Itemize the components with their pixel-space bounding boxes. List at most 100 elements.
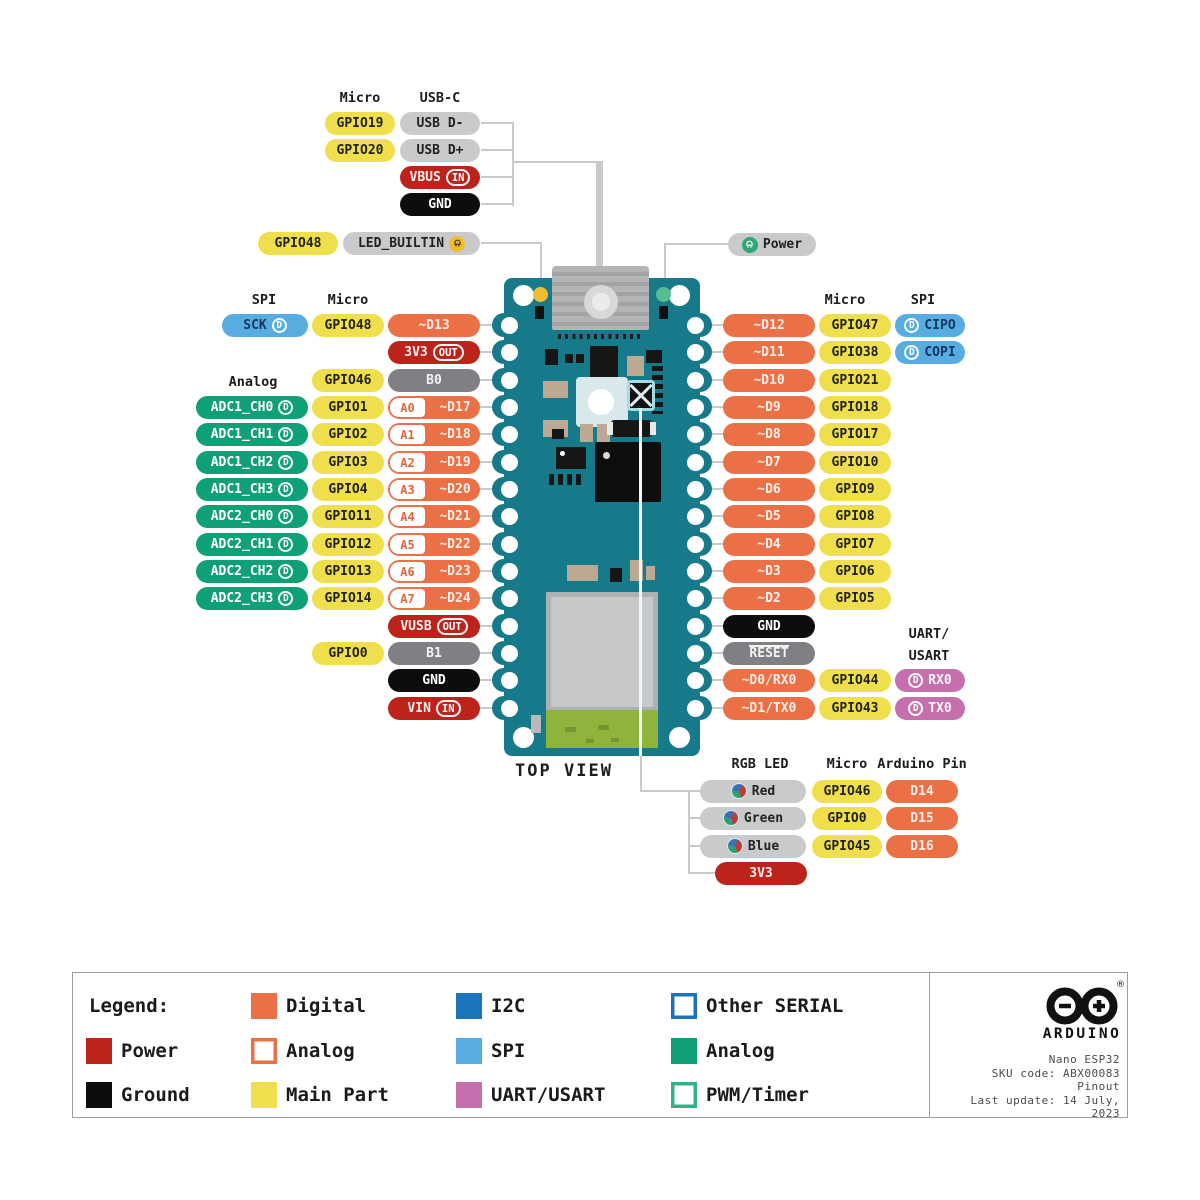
- pill-label: ADC2_CH1: [210, 537, 274, 552]
- pill-d18: A1~D18: [388, 423, 480, 446]
- pill-red: Red: [700, 779, 806, 803]
- ic-cap: [607, 422, 613, 435]
- pill-label: GPIO2: [328, 427, 368, 442]
- pill-label: ADC1_CH2: [210, 455, 274, 470]
- pill-label: ~D6: [757, 482, 781, 497]
- pill-label: ~D21: [439, 509, 471, 524]
- header-micro-right: Micro: [824, 292, 866, 308]
- connector-line: [703, 570, 724, 572]
- pill-green: Green: [700, 806, 806, 830]
- badge-d: D: [908, 673, 924, 688]
- pill-gpio4: GPIO4: [312, 478, 384, 501]
- led-icon: [449, 235, 466, 252]
- pill-label: GPIO20: [336, 143, 384, 158]
- pill-d7: ~D7: [723, 451, 815, 474]
- pill-gnd: GND: [723, 615, 815, 638]
- badge-d: D: [278, 427, 294, 442]
- pill-label: ~D11: [753, 345, 785, 360]
- pill-gpio38: GPIO38: [819, 341, 891, 364]
- pill-label: ~D23: [439, 564, 471, 579]
- pill-label: GPIO3: [328, 455, 368, 470]
- connector-line: [703, 379, 724, 381]
- builtin-led: [533, 287, 548, 302]
- pill-label: ADC2_CH2: [210, 564, 274, 579]
- badge-out: OUT: [432, 344, 464, 361]
- pill-d16: D16: [886, 834, 958, 858]
- pill-label: ~D12: [753, 318, 785, 333]
- analog-pin-label: A3: [390, 480, 425, 499]
- legend-swatch-digital: [251, 993, 277, 1019]
- pin-hole: [687, 617, 704, 635]
- pill-d20: A3~D20: [388, 478, 480, 501]
- pill-label: CIPO: [924, 318, 956, 333]
- pill-gpio44: GPIO44: [819, 669, 891, 692]
- pill-gpio43: GPIO43: [819, 697, 891, 720]
- pin-row-left: GND: [196, 669, 480, 692]
- pill-label: GPIO6: [835, 564, 875, 579]
- pill-led-builtin: LED_BUILTIN: [343, 232, 480, 255]
- badge-d: D: [278, 591, 294, 606]
- legend-swatch-spi: [456, 1038, 482, 1064]
- pill-d2: ~D2: [723, 587, 815, 610]
- pill-d11: ~D11: [723, 341, 815, 364]
- header-arduino-pin: Arduino Pin: [877, 756, 967, 772]
- capacitor: [597, 424, 610, 442]
- connector-line: [703, 543, 724, 545]
- pin-hole: [687, 398, 704, 416]
- pill-gpio3: GPIO3: [312, 451, 384, 474]
- pill-label: D14: [910, 783, 934, 799]
- pill-label: USB D+: [416, 143, 464, 158]
- legend-label-other-serial: Other SERIAL: [706, 995, 844, 1017]
- pill-label: GND: [422, 673, 446, 688]
- pin-hole: [501, 453, 518, 471]
- badge-d: D: [908, 701, 924, 716]
- pill-label: GPIO44: [831, 673, 879, 688]
- pill-label: GPIO45: [823, 838, 871, 854]
- product-name: Nano ESP32: [1048, 1053, 1120, 1066]
- pill-d22: A5~D22: [388, 533, 480, 556]
- legend-label-analog: Analog: [286, 1040, 355, 1062]
- pin-hole: [687, 589, 704, 607]
- legend-label-spi: SPI: [491, 1040, 526, 1062]
- pill-b1: B1: [388, 642, 480, 665]
- badge-d: D: [278, 564, 294, 579]
- capacitor: [646, 566, 655, 580]
- connector-line: [703, 324, 724, 326]
- pill-gpio0: GPIO0: [312, 642, 384, 665]
- pill-gpio8: GPIO8: [819, 505, 891, 528]
- pill-label: ~D8: [757, 427, 781, 442]
- connector-line: [481, 203, 514, 205]
- pin-row-right: RESET: [723, 642, 983, 665]
- pill-label: Red: [751, 783, 776, 799]
- pill-label: GPIO1: [328, 400, 368, 415]
- pill-label: GPIO18: [831, 400, 879, 415]
- pill-adc2-ch2: ADC2_CH2 D: [196, 560, 308, 583]
- pill-d8: ~D8: [723, 423, 815, 446]
- pill-label: ~D2: [757, 591, 781, 606]
- pill-label: ~D3: [757, 564, 781, 579]
- legend-swatch-pwm-timer: [671, 1082, 697, 1108]
- pill-label: B1: [426, 646, 442, 661]
- pill-label: ADC1_CH0: [210, 400, 274, 415]
- header-spi-left: SPI: [251, 292, 277, 308]
- pill-label: ~D24: [439, 591, 471, 606]
- pin-hole: [501, 644, 518, 662]
- pill-gnd: GND: [400, 193, 480, 216]
- header-uart-line2: USART: [908, 648, 950, 664]
- pill-label: GPIO0: [827, 810, 867, 826]
- usb-solder-pins: [558, 334, 644, 339]
- pill-label: GPIO21: [831, 373, 879, 388]
- connector-line: [703, 461, 724, 463]
- badge-d: D: [278, 482, 294, 497]
- pin-hole: [501, 699, 518, 717]
- pill-3v3: 3V3: [715, 862, 807, 885]
- pill-label: ~D19: [439, 455, 471, 470]
- pill-label: GND: [428, 197, 452, 212]
